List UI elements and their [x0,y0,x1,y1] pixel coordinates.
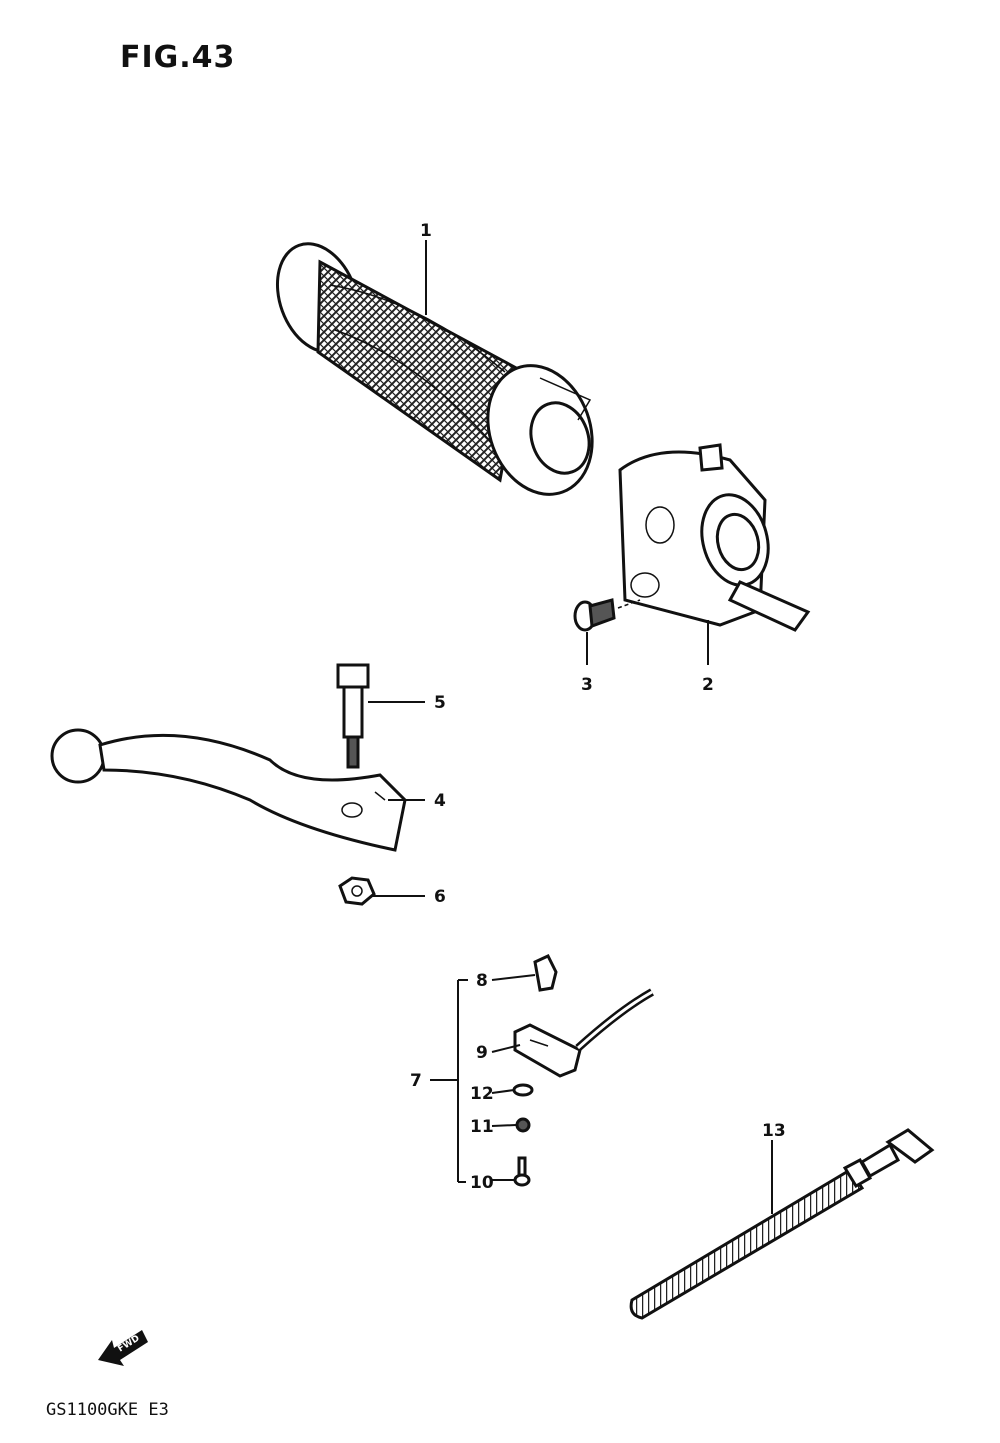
part-clutch-switch [513,988,654,1078]
callout-4: 4 [434,791,446,811]
callout-8: 8 [476,971,488,991]
callout-13: 13 [762,1121,786,1141]
model-code: GS1100GKE E3 [46,1400,169,1420]
part-small-nut [515,1117,531,1133]
callout-12: 12 [470,1084,494,1104]
callout-6: 6 [434,887,446,907]
leader-lines [368,240,773,1214]
callout-11: 11 [470,1117,494,1137]
part-switch-housing [618,443,811,632]
part-bolt [336,663,370,769]
part-cable-tie [629,1128,935,1320]
callout-5: 5 [434,693,446,713]
part-nut [338,876,376,906]
figure-title: FIG.43 [120,40,236,75]
callout-2: 2 [702,675,714,695]
part-small-screw [513,1156,531,1187]
callout-9: 9 [476,1043,488,1063]
callout-7: 7 [410,1071,422,1091]
part-washer [512,1083,534,1097]
callout-numbers: 1 2 3 4 5 6 7 8 9 10 11 12 13 [410,221,786,1193]
part-lever [50,728,407,852]
part-screw [573,598,641,632]
callout-1: 1 [420,221,432,241]
part-plunger [533,954,558,992]
fwd-arrow-icon: FWD [98,1330,148,1366]
callout-10: 10 [470,1173,494,1193]
callout-3: 3 [581,675,593,695]
part-grip [275,242,594,496]
